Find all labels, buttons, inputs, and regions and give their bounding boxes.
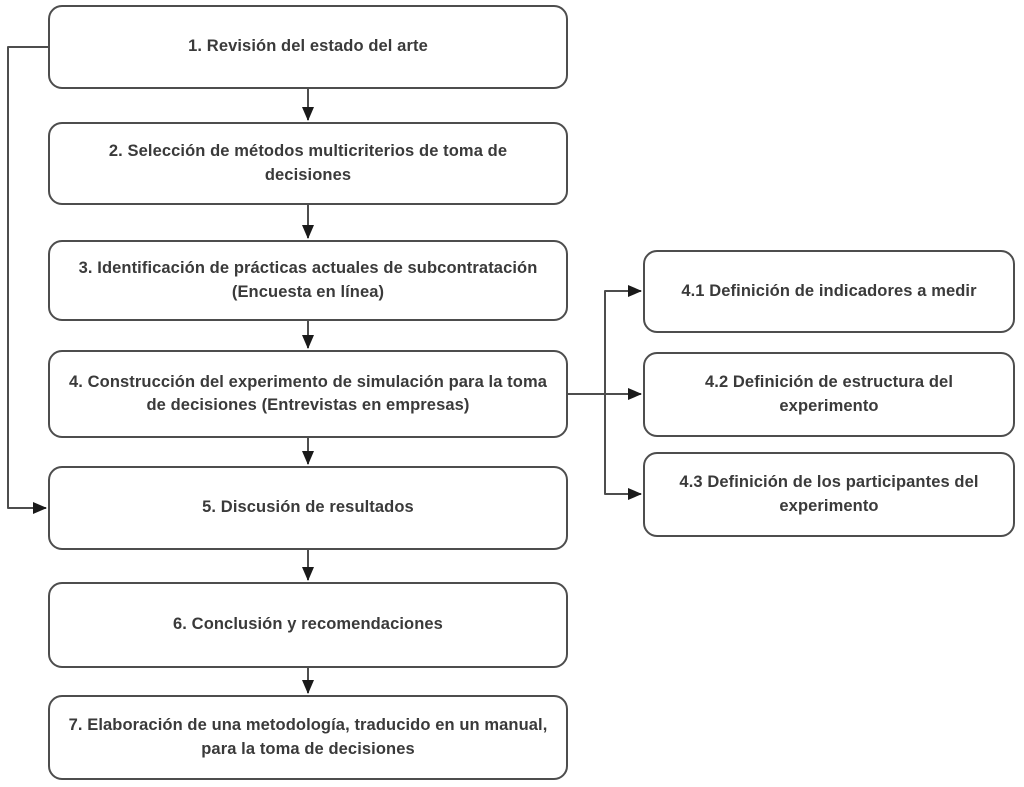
flow-node-step-1-label: 1. Revisión del estado del arte [188,37,428,56]
flow-node-step-7-label: 7. Elaboración de una metodología, tradu… [68,716,548,758]
flow-node-step-3-label: 3. Identificación de prácticas actuales … [78,259,538,301]
flow-node-step-7: 7. Elaboración de una metodología, tradu… [48,695,568,780]
flow-node-step-4-2: 4.2 Definición de estructura del experim… [643,352,1015,437]
edge-1-5-feedback [7,46,48,514]
flow-node-step-4-2-label: 4.2 Definición de estructura del experim… [704,373,954,415]
flow-node-step-4-3-label: 4.3 Definición de los participantes del … [679,473,979,515]
flow-node-step-6-label: 6. Conclusión y recomendaciones [173,615,443,634]
flow-node-step-5-label: 5. Discusión de resultados [202,498,414,517]
flow-node-step-4-label: 4. Construcción del experimento de simul… [68,372,547,414]
flow-node-step-4: 4. Construcción del experimento de simul… [48,350,568,438]
flow-node-step-1: 1. Revisión del estado del arte [48,5,568,89]
flow-node-step-6: 6. Conclusión y recomendaciones [48,582,568,668]
flow-node-step-3: 3. Identificación de prácticas actuales … [48,240,568,321]
flow-node-step-4-1: 4.1 Definición de indicadores a medir [643,250,1015,333]
flow-node-step-2-label: 2. Selección de métodos multicriterios d… [108,142,508,184]
flow-node-step-4-1-label: 4.1 Definición de indicadores a medir [681,281,977,300]
flow-node-step-2: 2. Selección de métodos multicriterios d… [48,122,568,205]
flow-node-step-5: 5. Discusión de resultados [48,466,568,550]
edge-4-41 [604,285,642,394]
edge-4-43 [604,394,642,500]
flow-node-step-4-3: 4.3 Definición de los participantes del … [643,452,1015,537]
